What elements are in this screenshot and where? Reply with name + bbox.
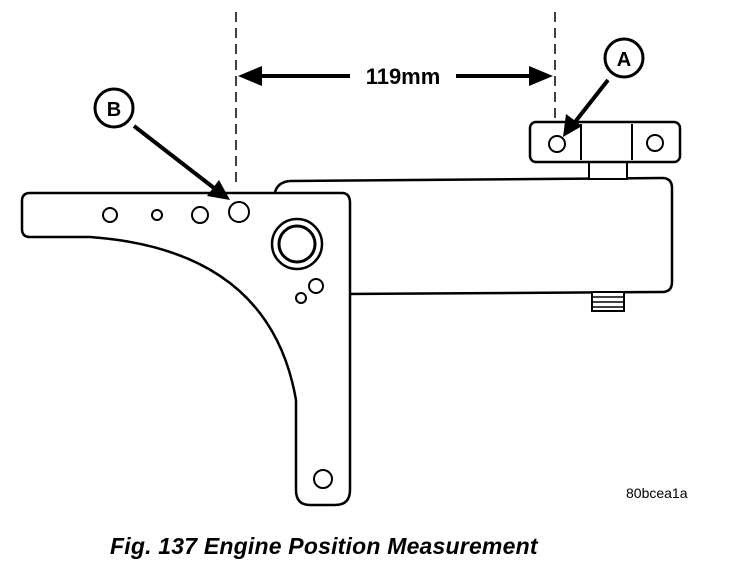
callout-b-arrowhead: [207, 180, 230, 200]
plate-hole-bottom: [313, 469, 333, 489]
callout-a-leader: [573, 78, 610, 124]
callout-b-leader: [132, 124, 216, 190]
callout-b-label: B: [107, 99, 121, 121]
figure-caption: Fig. 137 Engine Position Measurement: [110, 533, 538, 559]
plate-hole-2: [151, 209, 163, 221]
plate-hole-small-1: [308, 278, 324, 294]
plate-hole-1: [102, 207, 118, 223]
bar-top-round: [273, 179, 291, 193]
bracket-hole-right: [646, 134, 664, 152]
plate-hole-b: [228, 201, 250, 223]
dimension-label: 119mm: [366, 64, 441, 89]
l-plate: [20, 191, 352, 507]
bolt-head-inner: [277, 224, 317, 264]
callout-a-arrowhead: [563, 114, 582, 137]
bracket-post: [588, 161, 628, 180]
image-code: 80bcea1a: [626, 485, 688, 501]
callout-a-label: A: [617, 49, 631, 71]
dimension-arrowhead-right: [529, 66, 553, 86]
callout-b-circle: [93, 87, 135, 129]
plate-hole-small-2: [295, 292, 307, 304]
horizontal-bar: [289, 176, 674, 296]
dimension-arrowhead-left: [238, 66, 262, 86]
callout-a-circle: [603, 37, 645, 79]
plate-hole-3: [191, 206, 209, 224]
bracket-hole-a: [548, 135, 566, 153]
